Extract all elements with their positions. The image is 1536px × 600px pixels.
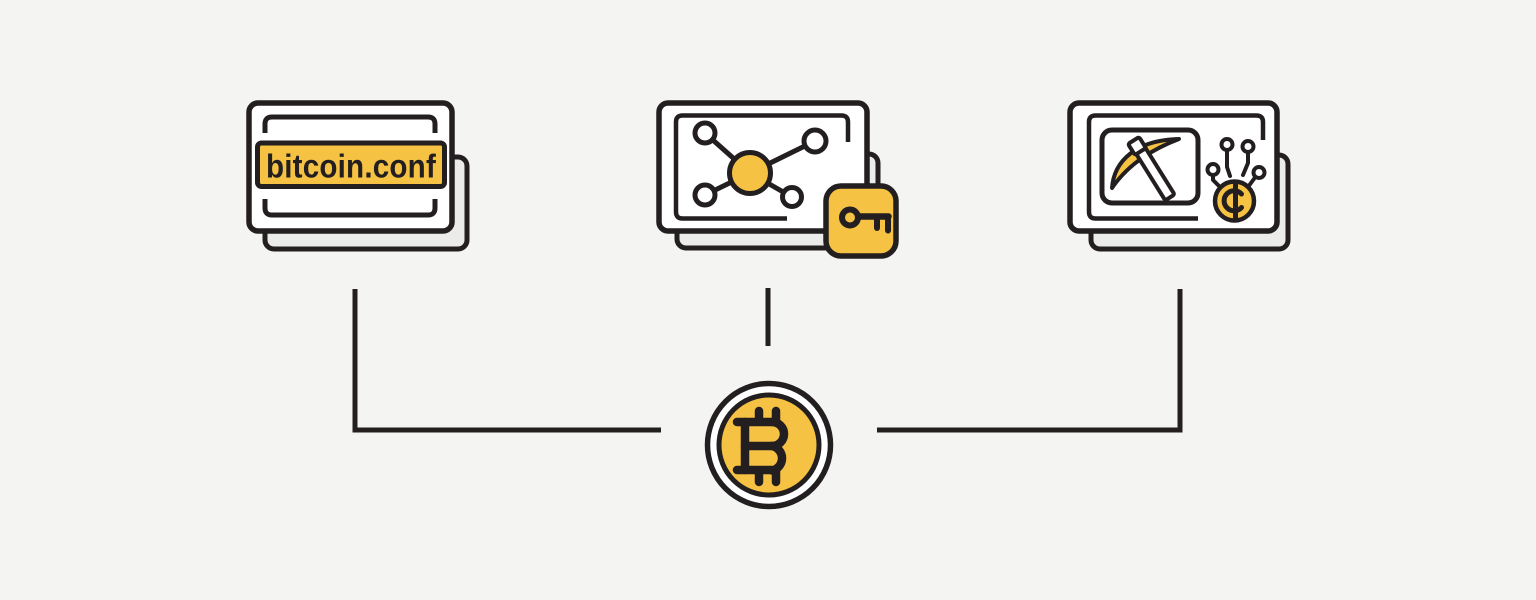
coin-stem-node <box>1219 137 1235 152</box>
mining-card <box>1067 100 1291 252</box>
mining-card-inner-frame <box>1086 113 1266 221</box>
network-node <box>801 127 829 155</box>
pickaxe-head-cap <box>1126 135 1148 157</box>
bitcoin-sign-icon <box>732 406 789 487</box>
network-node <box>692 182 718 208</box>
document-top-line <box>262 114 438 133</box>
network-nodes-icon <box>692 120 829 209</box>
cent-sign-icon <box>1221 181 1244 221</box>
network-hub-node <box>727 150 773 196</box>
bitcoin-coin-hub <box>704 380 834 510</box>
connector-mining-to-bitcoin <box>877 289 1183 433</box>
coin-stem-node <box>1240 139 1256 154</box>
filename-tag-box <box>255 140 447 189</box>
network-key-card <box>656 100 899 259</box>
coin-stem-node <box>1251 165 1267 180</box>
key-badge-icon <box>823 183 899 259</box>
network-node <box>780 185 804 209</box>
filename-label: bitcoin.conf <box>266 148 437 185</box>
connector-config-to-bitcoin <box>352 289 661 433</box>
document-bottom-line <box>262 199 438 218</box>
key-badge-box <box>823 183 899 259</box>
network-card-inner-frame <box>673 113 851 221</box>
network-links <box>703 131 817 200</box>
config-file-card: bitcoin.conf <box>246 100 470 252</box>
filename-tag: bitcoin.conf <box>255 140 447 189</box>
coin-stem-node <box>1205 162 1221 177</box>
cent-coin-icon <box>1205 137 1267 223</box>
pickaxe-icon <box>1099 127 1201 206</box>
network-node <box>692 120 718 146</box>
coin-stem <box>1225 148 1232 178</box>
coin-stem <box>1241 150 1250 177</box>
connectors <box>352 288 1183 433</box>
